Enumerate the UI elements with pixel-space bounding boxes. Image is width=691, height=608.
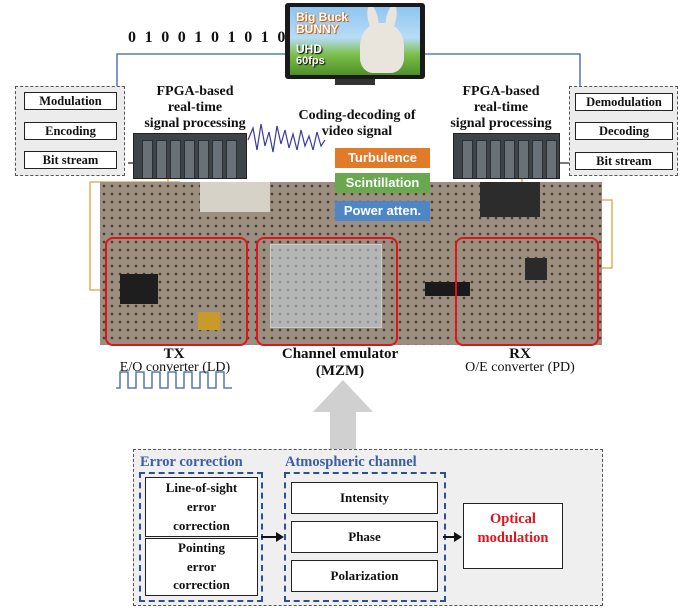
bitstream-digits: 0 1 0 0 1 0 1 0 1 0 1 0 1 [128,29,338,46]
channel-title: Channel emulator [281,346,399,362]
rx-fpga-heading-line2: real-time [473,100,529,115]
rx-highlight [455,237,599,346]
optical-modulation-box: Optical modulation [463,503,563,569]
atmospheric-channel-title: Atmospheric channel [285,454,417,470]
tx-subtitle: E/O converter (LD) [119,360,231,375]
pe-line2: error [186,558,217,574]
los-line1: Line-of-sight [165,480,238,495]
rx-title: RX [509,346,531,362]
rx-module [525,258,547,280]
monitor-back [480,182,540,217]
monitor-stand [335,79,375,85]
pointing-error-box: Pointing error correction [145,538,258,596]
mzm-module [270,244,382,328]
uhd-label: UHD [296,42,322,56]
pe-line3: correction [173,577,230,592]
tx-highlight [105,237,248,346]
tx-square-wave [116,371,232,389]
tx-fpga-heading-line2: real-time [167,100,223,115]
pe-line1: Pointing [178,540,225,555]
rx-fpga-heading-line3: signal processing [450,116,552,131]
video-monitor: Big Buck BUNNY UHD 60fps [285,3,425,79]
bottom-arrows [261,532,462,542]
modulation-box: Modulation [24,92,117,110]
signal-waveform [247,123,326,153]
optical-line1: Optical [490,511,536,527]
line-of-sight-box: Line-of-sight error correction [145,477,258,537]
tx-fpga-heading: FPGA-based real-time signal processing [130,84,260,132]
up-arrow [313,380,373,450]
rx-fpga-heading-line1: FPGA-based [462,84,540,99]
intensity-box: Intensity [291,482,438,514]
rx-fpga-heading: FPGA-based real-time signal processing [436,84,566,132]
polarization-box: Polarization [291,560,438,592]
channel-subtitle: (MZM) [315,363,365,379]
movie-title: Big Buck BUNNY [296,10,349,36]
coding-decoding-label: Coding-decoding of video signal [282,108,432,140]
bottom-panel: Error correction Atmospheric channel Lin… [133,449,603,606]
laser-module [120,274,158,304]
phase-box: Phase [291,521,438,553]
optical-line2: modulation [477,530,549,546]
rx-fpga-hardware [453,133,560,179]
coding-label-line2: video signal [321,124,393,139]
los-line2: error [186,499,217,514]
photodetector [425,282,470,296]
fps-label: 60fps [296,55,325,67]
tx-fpga-heading-line1: FPGA-based [156,84,234,99]
video-screen: Big Buck BUNNY UHD 60fps [290,7,420,75]
demodulation-box: Demodulation [575,93,673,111]
encoding-box: Encoding [24,122,117,140]
tx-fpga-heading-line3: signal processing [144,116,246,131]
rx-bitstream-box: Bit stream [575,152,673,170]
bunny-figure [360,23,404,73]
channel-highlight [256,237,398,346]
los-line3: correction [173,518,230,533]
decoding-box: Decoding [575,122,673,140]
turbulence-tag: Turbulence [335,148,430,168]
scintillation-tag: Scintillation [335,173,430,193]
power-attenuation-tag: Power atten. [335,201,430,221]
tx-fpga-hardware [133,133,247,179]
equipment-top [200,182,270,212]
ld-driver [198,312,220,330]
rx-subtitle: O/E converter (PD) [465,360,575,375]
experimental-setup-photo [100,182,602,345]
tx-title: TX [163,346,185,362]
coding-label-line1: Coding-decoding of [298,108,416,123]
error-correction-title: Error correction [140,454,243,470]
tx-bitstream-box: Bit stream [24,151,117,169]
